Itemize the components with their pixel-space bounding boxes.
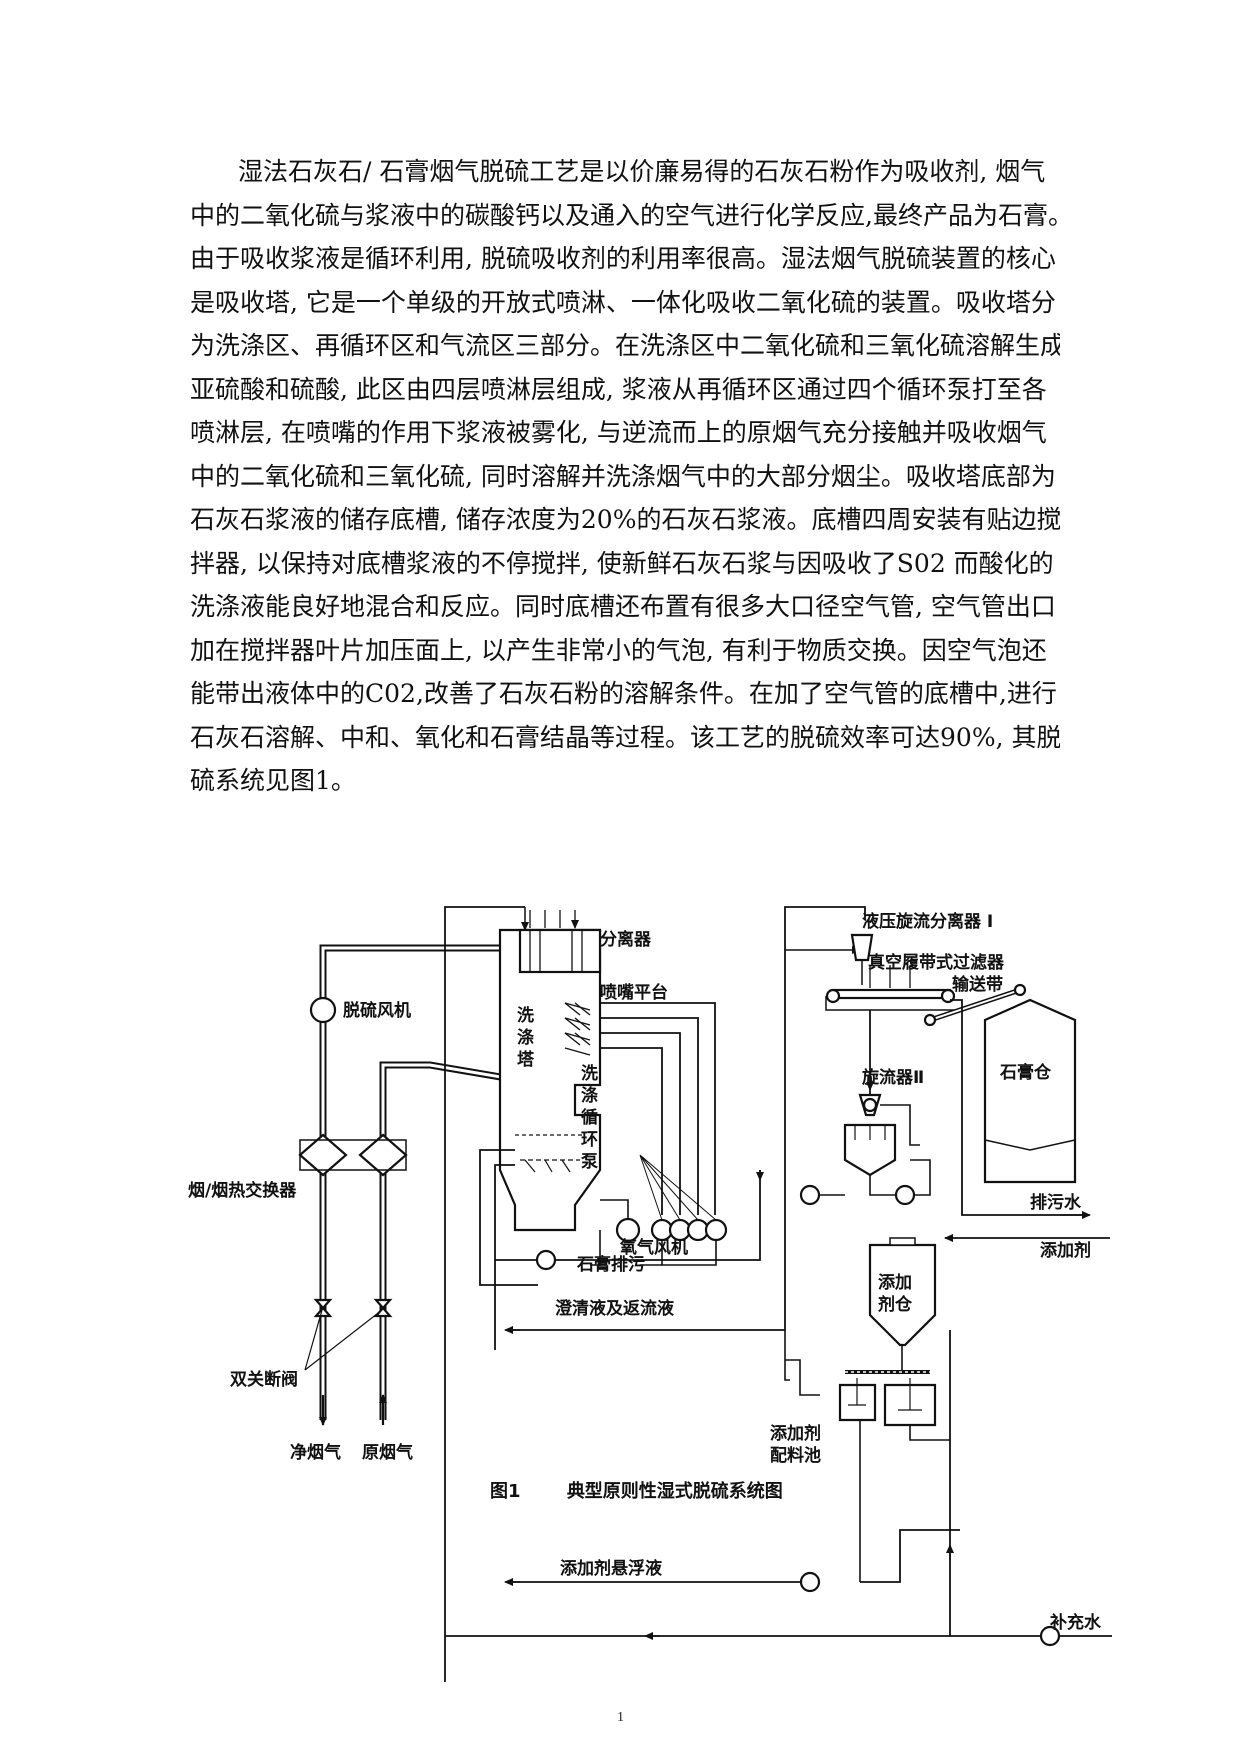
hydrocyclone-1 bbox=[850, 933, 874, 962]
text-line: 拌器, 以保持对底槽浆液的不停搅拌, 使新鲜石灰石浆与因吸收了S02 而酸化的 bbox=[190, 548, 1054, 578]
text-line: 中的二氧化硫和三氧化硫, 同时溶解并洗涤烟气中的大部分烟尘。吸收塔底部为 bbox=[190, 461, 1056, 491]
spray-nozzles bbox=[564, 1002, 591, 1056]
separator bbox=[518, 928, 602, 974]
label-additive-silo: 添加剂仓 bbox=[878, 1273, 912, 1315]
text-line: 是吸收塔, 它是一个单级的开放式喷淋、一体化吸收二氧化硫的装置。吸收塔分 bbox=[190, 287, 1056, 317]
text-line: 石灰石溶解、中和、氧化和石膏结晶等过程。该工艺的脱硫效率可达90%, 其脱 bbox=[190, 722, 1060, 752]
drain-pump bbox=[894, 1184, 916, 1206]
gypsum-pump bbox=[535, 1249, 557, 1271]
label-gypsum-silo: 石膏仓 bbox=[999, 1062, 1052, 1083]
label-vacuum-filter: 真空履带式过滤器 bbox=[868, 952, 1005, 973]
return-pump bbox=[799, 1184, 821, 1206]
vacuum-belt-filter bbox=[833, 988, 952, 1000]
cyclone-tank bbox=[843, 1123, 897, 1177]
makeup-pump bbox=[1039, 1625, 1061, 1647]
text-line: 喷淋层, 在喷嘴的作用下浆液被雾化, 与逆流而上的原烟气充分接触并吸收烟气 bbox=[190, 418, 1047, 447]
label-clarified: 澄清液及返流液 bbox=[555, 1298, 674, 1319]
text-line: 洗涤液能良好地混合和反应。同时底槽还布置有很多大口径空气管, 空气管出口 bbox=[190, 592, 1056, 621]
caption-text: 典型原则性湿式脱硫系统图 bbox=[566, 1481, 783, 1502]
text-line: 中的二氧化硫与浆液中的碳酸钙以及通入的空气进行化学反应,最终产品为石膏。 bbox=[190, 200, 1060, 230]
text-line: 为洗涤区、再循环区和气流区三部分。在洗涤区中二氧化硫和三氧化硫溶解生成 bbox=[190, 331, 1060, 360]
label-mix-tank: 添加剂配料池 bbox=[770, 1424, 821, 1466]
label-wash-pump-vertical: 洗涤循环泵 bbox=[581, 1064, 598, 1172]
label-raw-gas: 原烟气 bbox=[362, 1442, 413, 1463]
heat-exchanger bbox=[298, 1133, 408, 1177]
additive-pump bbox=[799, 1571, 821, 1593]
label-additive: 添加剂 bbox=[1040, 1240, 1091, 1261]
figure-caption: 图1 典型原则性湿式脱硫系统图 bbox=[490, 1477, 823, 1503]
valve-clean bbox=[313, 1298, 333, 1318]
label-separator: 分离器 bbox=[600, 929, 652, 950]
circulation-pump-4 bbox=[704, 1218, 728, 1242]
text-line: 加在搅拌器叶片加压面上, 以产生非常小的气泡, 有利于物质交换。因空气泡还 bbox=[190, 635, 1047, 665]
text-line: 由于吸收浆液是循环利用, 脱硫吸收剂的利用率很高。湿法烟气脱硫装置的核心 bbox=[190, 244, 1056, 273]
text-line: 亚硫酸和硫酸, 此区由四层喷淋层组成, 浆液从再循环区通过四个循环泵打至各 bbox=[190, 374, 1047, 404]
label-nozzle-platform: 喷嘴平台 bbox=[600, 982, 668, 1003]
body-paragraph: 湿法石灰石/ 石膏烟气脱硫工艺是以价廉易得的石灰石粉作为吸收剂, 烟气 中的二氧… bbox=[190, 150, 1060, 803]
wash-tower bbox=[498, 928, 602, 1232]
gypsum-silo bbox=[983, 998, 1077, 1184]
page-number: 1 bbox=[617, 1710, 624, 1725]
label-makeup-water: 补充水 bbox=[1049, 1612, 1102, 1633]
label-wash-tower-vertical: 洗涤塔 bbox=[517, 1006, 534, 1070]
label-cyclone-2: 旋流器Ⅱ bbox=[861, 1067, 924, 1088]
label-clean-gas: 净烟气 bbox=[290, 1442, 341, 1463]
diagram-svg: 分离器 脱硫风机 喷嘴平台 洗 烟/烟热交换器 双关断阀 净烟气 原烟气 氧气风… bbox=[188, 906, 1112, 1682]
label-hydrocyclone-1: 液压旋流分离器 I bbox=[862, 911, 993, 932]
text-line: 能带出液体中的C02,改善了石灰石粉的溶解条件。在加了空气管的底槽中,进行 bbox=[190, 679, 1057, 708]
text-line: 石灰石浆液的储存底槽, 储存浓度为20%的石灰石浆液。底槽四周安装有贴边搅 bbox=[190, 505, 1060, 534]
label-double-valve: 双关断阀 bbox=[230, 1369, 298, 1390]
desulfur-fan bbox=[309, 996, 337, 1024]
label-conveyor: 输送带 bbox=[952, 974, 1003, 995]
label-drain-water: 排污水 bbox=[1030, 1192, 1082, 1213]
process-diagram: 分离器 脱硫风机 喷嘴平台 洗 烟/烟热交换器 双关断阀 净烟气 原烟气 氧气风… bbox=[150, 895, 1140, 1685]
label-gypsum-discharge: 石膏排污 bbox=[576, 1254, 645, 1275]
label-oxygen-fan: 氧气风机 bbox=[619, 1237, 688, 1258]
additive-silo bbox=[868, 1243, 937, 1347]
label-additive-suspension: 添加剂悬浮液 bbox=[560, 1558, 662, 1579]
label-desulfur-fan: 脱硫风机 bbox=[343, 1000, 411, 1021]
caption-number: 图1 bbox=[490, 1481, 521, 1502]
label-heat-exchanger: 烟/烟热交换器 bbox=[188, 1180, 297, 1201]
text-line: 硫系统见图1。 bbox=[190, 766, 356, 795]
text-line: 湿法石灰石/ 石膏烟气脱硫工艺是以价廉易得的石灰石粉作为吸收剂, 烟气 bbox=[238, 157, 1046, 186]
